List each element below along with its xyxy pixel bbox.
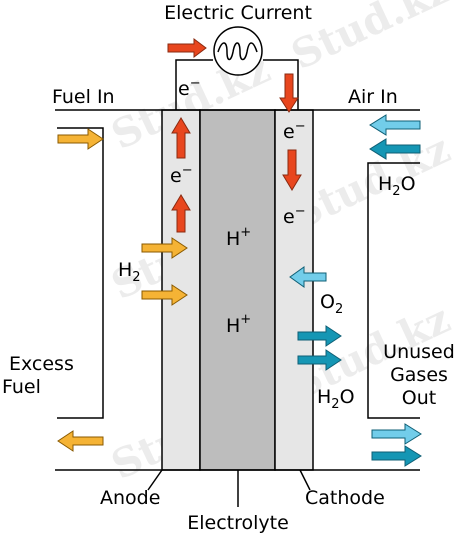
hydrogen-label: H2 <box>118 259 141 285</box>
fuel-in-label: Fuel In <box>52 86 115 108</box>
electrolyte-label: Electrolyte <box>187 512 289 534</box>
arrow-right-icon <box>297 325 422 467</box>
proton-label: H+ <box>226 225 251 250</box>
arrow-left-icon <box>57 430 104 452</box>
external-circuit-right <box>263 59 299 110</box>
oxygen-label: O2 <box>320 291 343 317</box>
fuel-channel-wall <box>57 127 104 419</box>
electrolyte-layer <box>199 109 276 471</box>
anode-label: Anode <box>100 487 160 509</box>
electron-label: e− <box>283 204 306 228</box>
electron-label: e− <box>283 119 306 143</box>
arrow-left-icon <box>289 114 421 288</box>
anode-leader <box>147 469 163 491</box>
water-label: H2O <box>317 386 355 412</box>
external-circuit <box>175 59 213 110</box>
arrow-right-icon <box>57 128 188 306</box>
air-in-label: Air In <box>348 86 398 108</box>
arrow-right-icon <box>167 38 207 58</box>
water-label: H2O <box>378 173 416 199</box>
arrow-down-icon <box>279 73 302 191</box>
title: Electric Current <box>164 2 312 24</box>
proton-label: H+ <box>226 312 251 337</box>
cathode-label: Cathode <box>305 487 385 509</box>
cathode-leader <box>299 469 311 491</box>
arrow-up-icon <box>171 117 191 233</box>
electron-label: e− <box>178 76 201 100</box>
lamp-icon <box>213 26 263 76</box>
air-channel-wall <box>367 162 420 419</box>
electron-label: e− <box>170 163 193 187</box>
